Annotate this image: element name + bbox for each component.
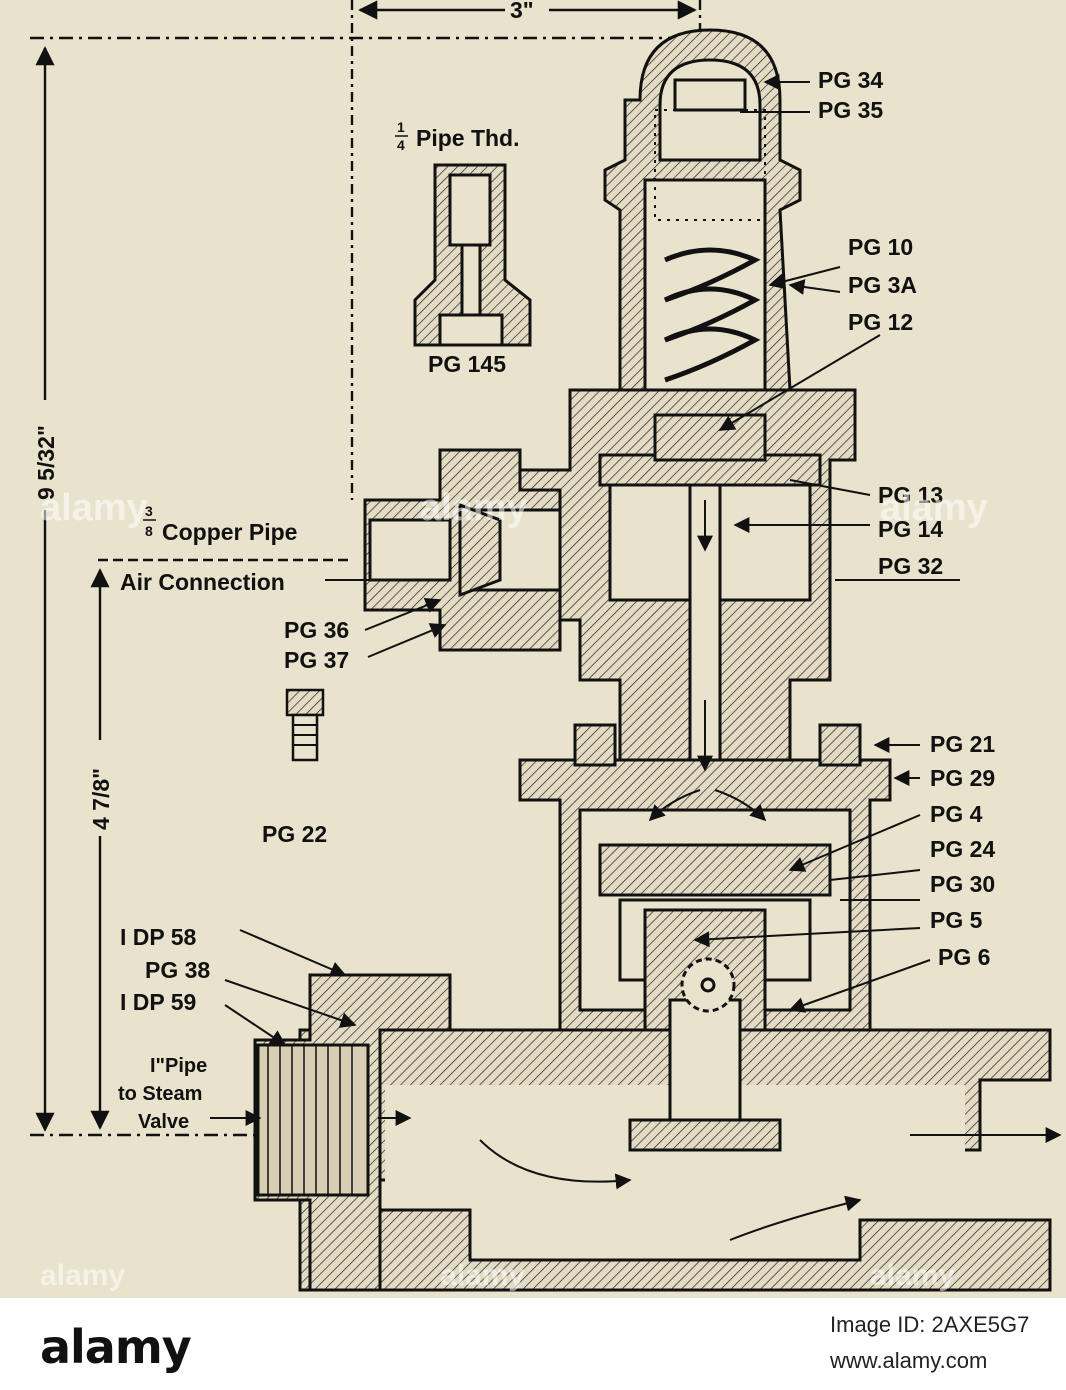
svg-text:3": 3" bbox=[510, 0, 534, 23]
label-pg30: PG 30 bbox=[930, 871, 995, 897]
label-pg35: PG 35 bbox=[818, 97, 883, 123]
svg-text:alamy: alamy bbox=[870, 1259, 955, 1292]
label-pg22: PG 22 bbox=[262, 821, 327, 847]
dimension-width-label: 3" bbox=[505, 0, 549, 23]
dimension-lines bbox=[30, 0, 702, 1137]
label-pg21: PG 21 bbox=[930, 731, 995, 757]
air-connection-fitting bbox=[363, 448, 562, 652]
steam-pipe-note: I"Pipe to Steam Valve bbox=[118, 1055, 207, 1133]
label-pg14: PG 14 bbox=[878, 516, 943, 542]
svg-text:alamy: alamy bbox=[440, 1259, 525, 1292]
label-pg10: PG 10 bbox=[848, 234, 913, 260]
svg-text:8: 8 bbox=[145, 523, 153, 539]
svg-text:I"Pipe: I"Pipe bbox=[150, 1055, 207, 1077]
label-dp59: I DP 59 bbox=[120, 989, 196, 1015]
alamy-logo: alamy bbox=[40, 1320, 192, 1374]
svg-text:Pipe Thd.: Pipe Thd. bbox=[416, 125, 520, 151]
label-pg3a: PG 3A bbox=[848, 272, 917, 298]
label-pg29: PG 29 bbox=[930, 765, 995, 791]
svg-text:alamy: alamy bbox=[40, 487, 148, 529]
label-pg145: PG 145 bbox=[428, 351, 506, 377]
svg-text:to Steam: to Steam bbox=[118, 1083, 202, 1105]
label-pg12: PG 12 bbox=[848, 309, 913, 335]
valve-sectional-drawing: 3" 9 5/32" 4 7/8" bbox=[0, 0, 1066, 1298]
label-pg36: PG 36 bbox=[284, 617, 349, 643]
image-id: Image ID: 2AXE5G7 bbox=[830, 1312, 1030, 1337]
svg-text:Valve: Valve bbox=[138, 1111, 189, 1133]
svg-text:alamy: alamy bbox=[420, 487, 528, 529]
coil-spring bbox=[663, 247, 761, 383]
label-pg37: PG 37 bbox=[284, 647, 349, 673]
svg-text:4 7/8": 4 7/8" bbox=[88, 768, 114, 830]
label-pg13: PG 13 bbox=[878, 482, 943, 508]
stock-footer: alamy Image ID: 2AXE5G7 www.alamy.com bbox=[0, 1298, 1066, 1390]
part-pg22-drawing bbox=[285, 688, 325, 762]
dimension-lower-height-label: 4 7/8" bbox=[82, 740, 118, 836]
label-pg24: PG 24 bbox=[930, 836, 995, 862]
svg-text:3: 3 bbox=[145, 503, 153, 519]
watermark-pattern: alamy alamy alamy alamy alamy alamy bbox=[40, 487, 988, 1292]
dimension-total-height-label: 9 5/32" bbox=[28, 400, 64, 510]
svg-text:1: 1 bbox=[397, 119, 405, 135]
part-labels: PG 34 PG 35 PG 10 PG 3A PG 12 PG 13 PG 1… bbox=[120, 67, 995, 1015]
label-pg32: PG 32 bbox=[878, 553, 943, 579]
label-pg5: PG 5 bbox=[930, 907, 983, 933]
site-url: www.alamy.com bbox=[830, 1348, 988, 1373]
svg-text:Copper Pipe: Copper Pipe bbox=[162, 519, 297, 545]
svg-text:Air Connection: Air Connection bbox=[120, 569, 285, 595]
svg-text:alamy: alamy bbox=[40, 1259, 125, 1292]
flow-arrows bbox=[378, 500, 1062, 1241]
label-pg38: PG 38 bbox=[145, 957, 210, 983]
copper-pipe-note: 3 8 Copper Pipe Air Connection bbox=[120, 503, 297, 595]
label-pg6: PG 6 bbox=[938, 944, 990, 970]
spring-bonnet bbox=[603, 28, 802, 392]
svg-text:9 5/32": 9 5/32" bbox=[33, 425, 59, 500]
valve-body bbox=[298, 723, 1052, 1292]
leader-lines bbox=[210, 74, 960, 1126]
pipe-thread-note: 1 4 Pipe Thd. bbox=[395, 119, 520, 153]
middle-housing bbox=[518, 388, 857, 762]
label-pg34: PG 34 bbox=[818, 67, 883, 93]
label-pg4: PG 4 bbox=[930, 801, 983, 827]
label-dp58: I DP 58 bbox=[120, 924, 196, 950]
part-pg145-drawing bbox=[413, 163, 532, 347]
svg-text:4: 4 bbox=[397, 137, 405, 153]
svg-text:alamy: alamy bbox=[880, 487, 988, 529]
